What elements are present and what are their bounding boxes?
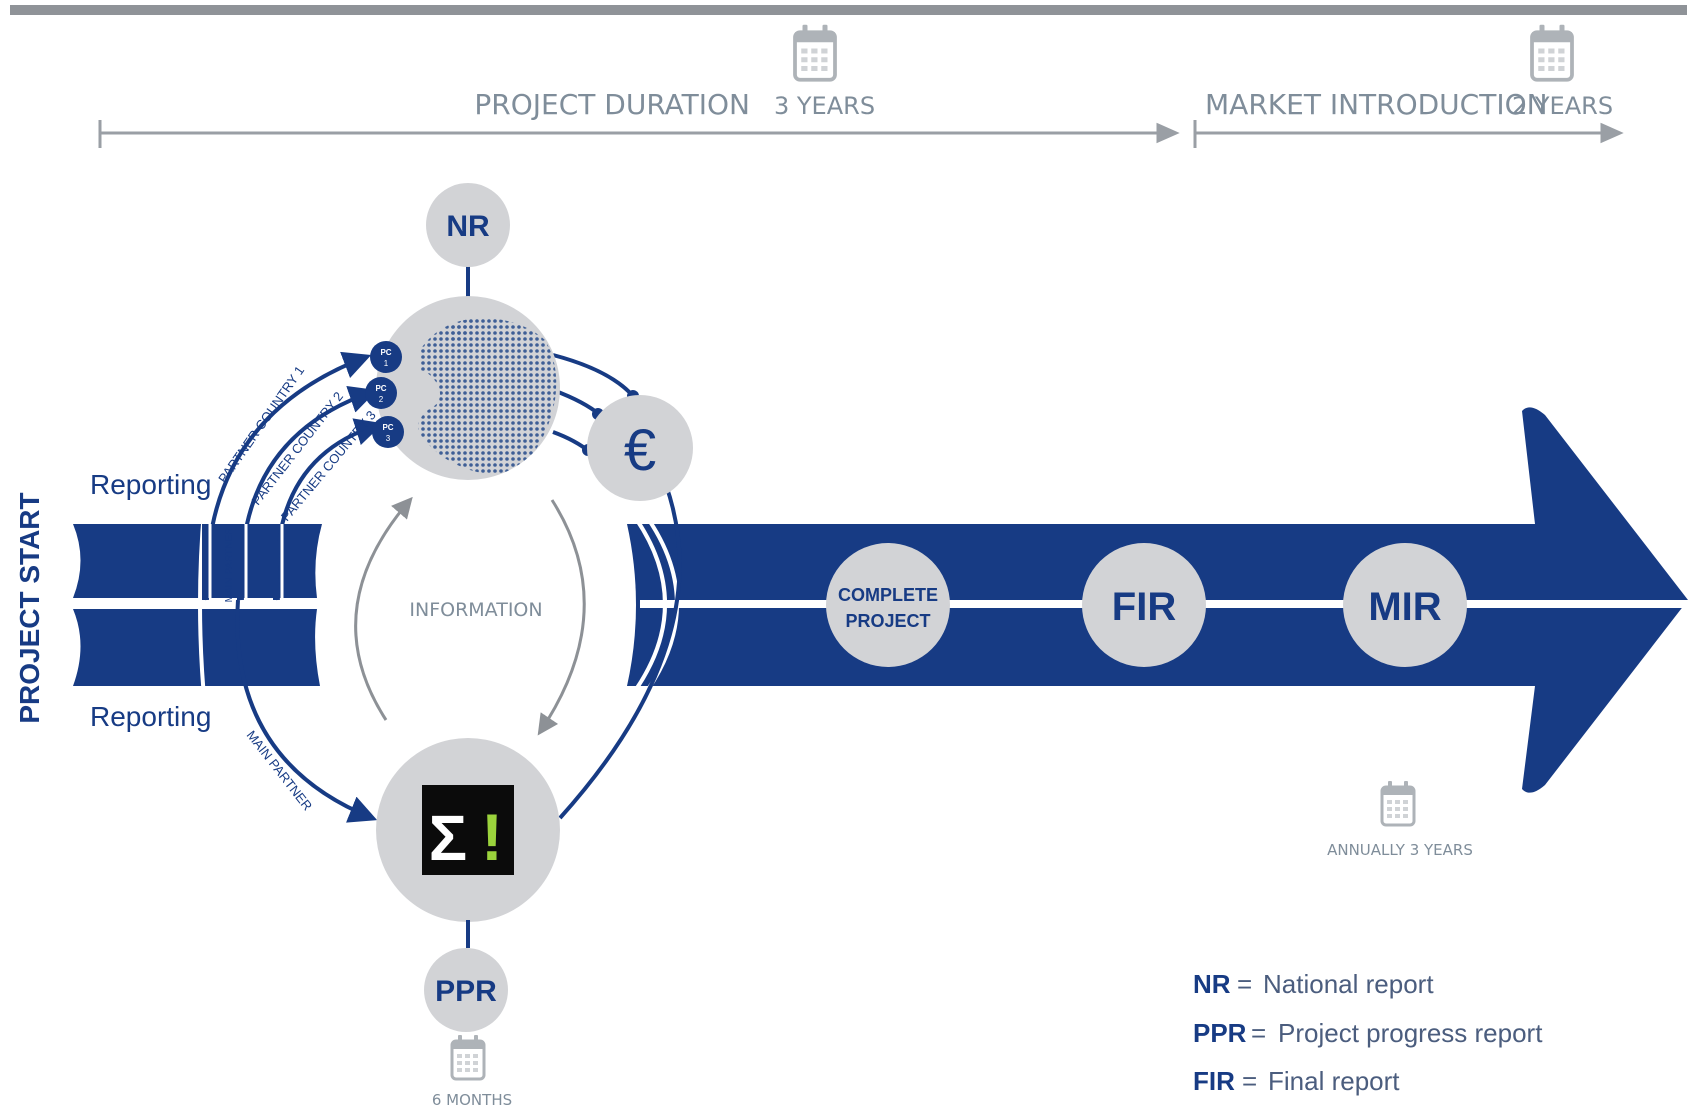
nr-node-label: NR: [446, 210, 490, 243]
legend-abbr: PPR: [1193, 1018, 1247, 1048]
fir-node-label: FIR: [1112, 585, 1177, 629]
svg-text:PC: PC: [382, 423, 393, 432]
europe-map-icon: [418, 318, 557, 474]
reporting-top-label: Reporting: [90, 469, 211, 500]
calendar-icon: [793, 22, 837, 82]
ppr-interval-label: 6 MONTHS: [432, 1091, 512, 1109]
project-duration-label: PROJECT DURATION: [474, 88, 750, 121]
partner-arcs: [204, 351, 384, 823]
info-arrow-down: [537, 499, 586, 736]
project-start-label: PROJECT START: [14, 492, 45, 723]
partner-arcs-navy-over: [202, 524, 277, 600]
left-band: [73, 524, 322, 686]
mir-node: [1343, 543, 1467, 667]
top-rule: [10, 5, 1687, 15]
market-intro-label: MARKET INTRODUCTION: [1205, 88, 1548, 121]
legend-equals: =: [1242, 1066, 1257, 1096]
svg-text:Σ: Σ: [429, 802, 467, 874]
cycle-ring-right: [558, 484, 682, 820]
market-intro-bar: [1193, 120, 1624, 148]
fir-node: [1082, 543, 1206, 667]
reporting-bottom-label: Reporting: [90, 701, 211, 732]
legend-text: National report: [1263, 969, 1434, 999]
partner-country-1-label: PARTNER COUNTRY 1: [215, 363, 307, 486]
complete-project-line1: COMPLETE: [838, 585, 938, 605]
mir-node-label: MIR: [1368, 585, 1441, 629]
svg-text:PC: PC: [375, 384, 386, 393]
calendar-icon: [450, 1033, 486, 1081]
pc-badge-3: PC 3: [372, 416, 404, 448]
project-duration-bar: [98, 120, 1180, 148]
pc-badge-2: PC 2: [365, 377, 397, 409]
complete-project-node: [826, 543, 950, 667]
euro-node: [587, 395, 693, 501]
svg-text:3: 3: [386, 434, 391, 443]
svg-text:1: 1: [384, 359, 389, 368]
ppr-node-label: PPR: [435, 975, 497, 1008]
eureka-logo-icon: Σ !: [422, 785, 514, 875]
legend-text: Final report: [1268, 1066, 1400, 1096]
market-intro-value: 2 YEARS: [1512, 92, 1613, 120]
info-arrow-up: [354, 496, 413, 721]
ppr-node: [424, 948, 508, 1032]
calendar-icon: [1530, 22, 1574, 82]
nr-node: [426, 183, 510, 267]
information-label: INFORMATION: [409, 599, 542, 621]
euro-icon: €: [624, 418, 656, 483]
svg-text:2: 2: [379, 395, 384, 404]
legend-abbr: NR: [1193, 969, 1231, 999]
mir-interval-label: ANNUALLY 3 YEARS: [1327, 841, 1473, 859]
legend-equals: =: [1237, 969, 1252, 999]
calendar-icon: [1380, 779, 1416, 827]
complete-project-line2: PROJECT: [845, 611, 930, 631]
pc-badge-1: PC 1: [370, 341, 402, 373]
legend-text: Project progress report: [1278, 1018, 1543, 1048]
legend-abbr: FIR: [1193, 1066, 1235, 1096]
svg-text:PC: PC: [380, 348, 391, 357]
legend: NR = National report PPR = Project progr…: [1193, 969, 1543, 1096]
svg-text:!: !: [481, 800, 503, 874]
partner-arcs-white-gaps: [208, 524, 284, 598]
legend-equals: =: [1251, 1018, 1266, 1048]
main-partner-vertical-label: MAIN PARTNER: [224, 528, 235, 603]
main-partner-diagonal-label: MAIN PARTNER: [244, 728, 316, 814]
project-duration-value: 3 YEARS: [774, 92, 875, 120]
